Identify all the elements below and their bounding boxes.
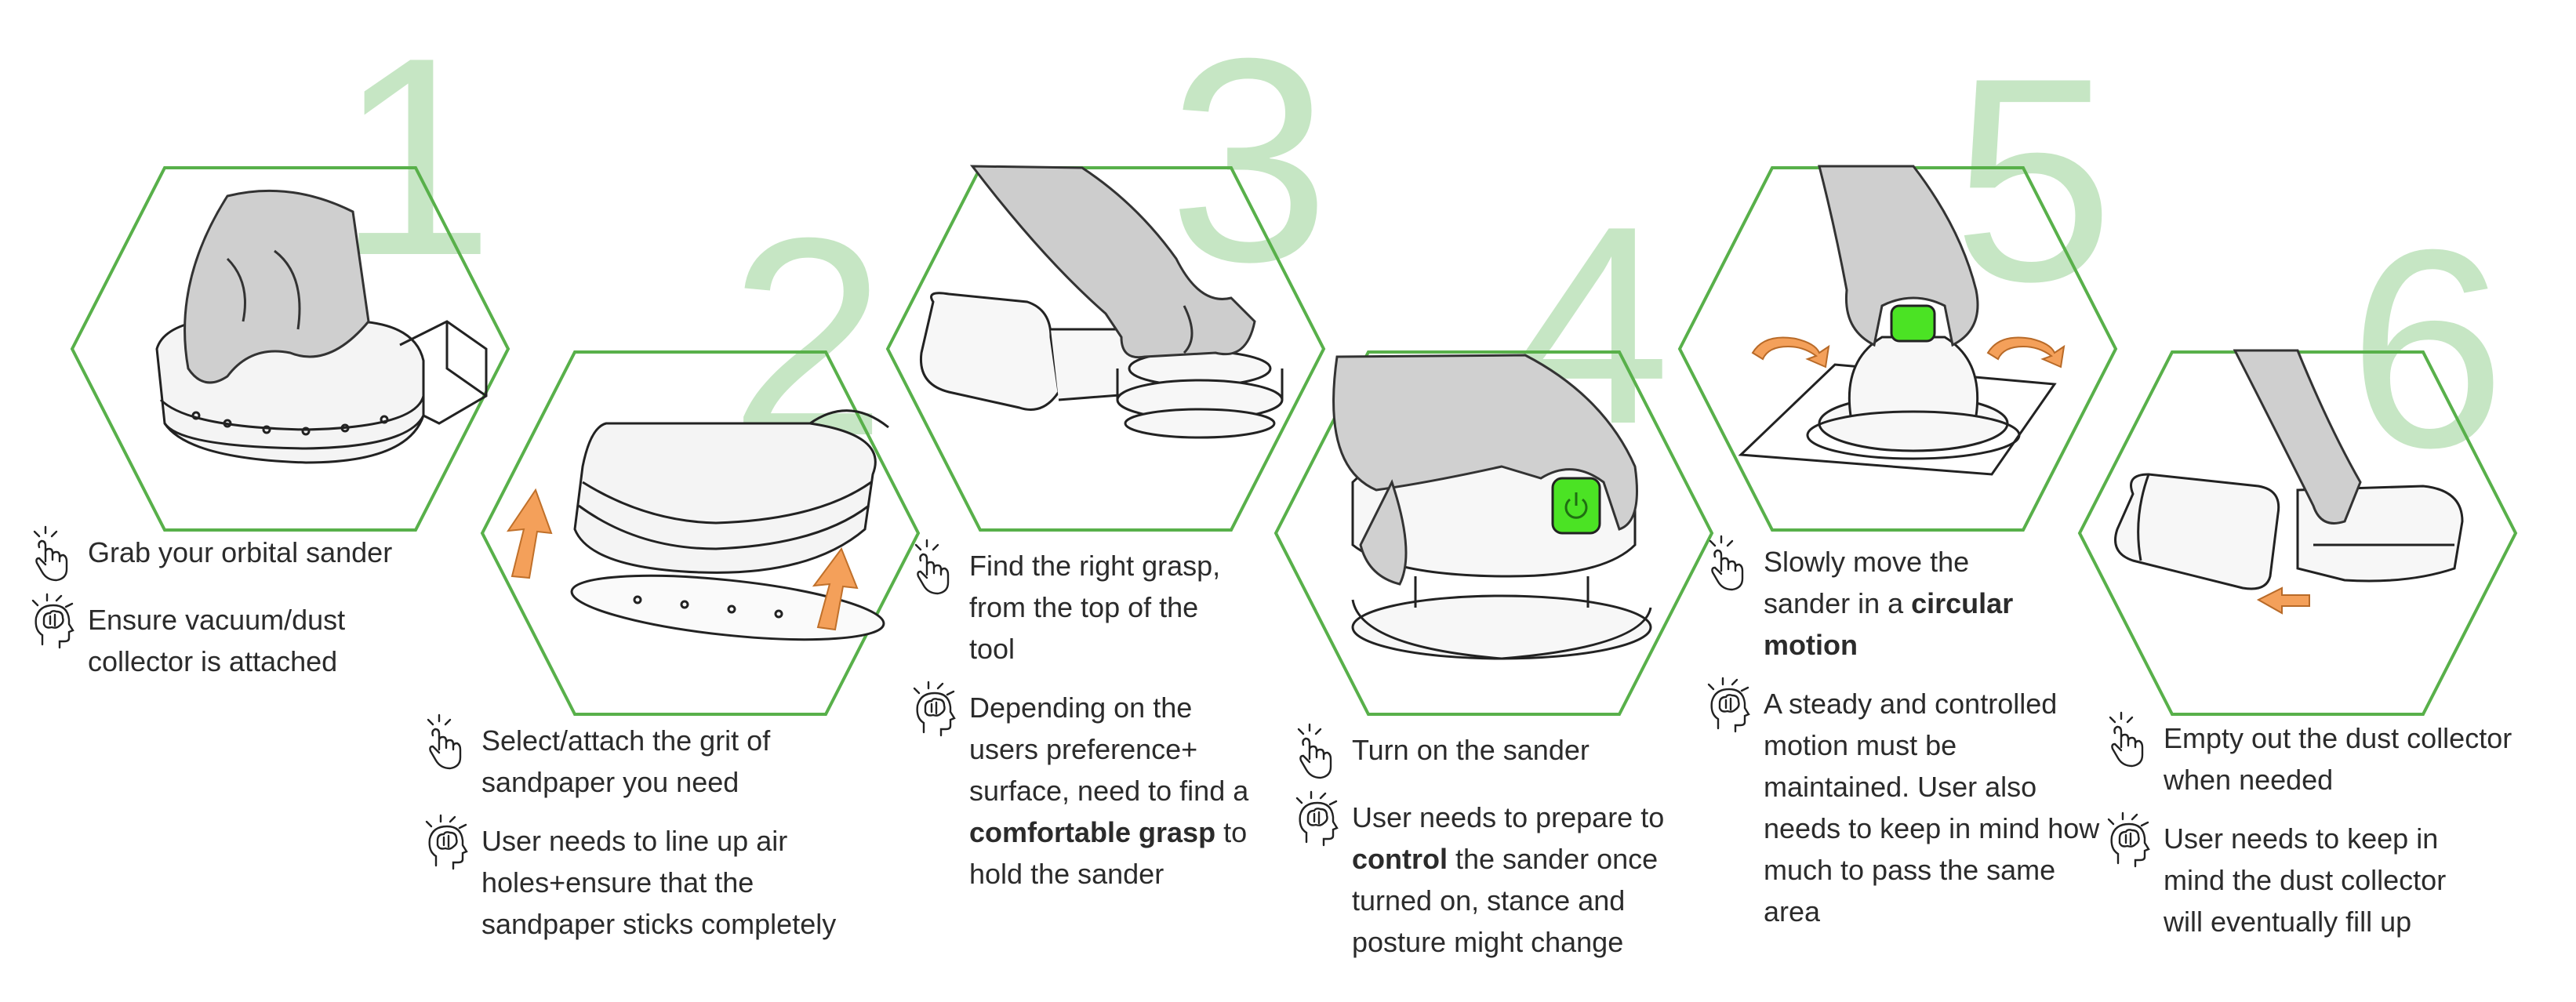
- step-4-action-text: Turn on the sander: [1352, 734, 1590, 766]
- brain-head-icon: [2107, 811, 2150, 868]
- step-6-action: Empty out the dust collector when needed: [2105, 711, 2545, 801]
- tap-hand-icon: [427, 713, 462, 770]
- brain-head-icon: [31, 593, 74, 649]
- hand-press-drawing: [1332, 354, 1638, 586]
- tap-hand-icon: [1709, 535, 1744, 591]
- step-2-think: User needs to line up air holes+ensure t…: [423, 814, 863, 945]
- step-6-think: User needs to keep in mind the dust coll…: [2105, 811, 2545, 942]
- step-3-think-text: Depending on the users preference+ surfa…: [969, 692, 1249, 890]
- tap-hand-icon: [914, 539, 950, 595]
- hand-top-drawing: [1818, 165, 1979, 347]
- step-2-text: Select/attach the grit of sandpaper you …: [423, 713, 863, 945]
- step-5-think: A steady and controlled motion must be m…: [1706, 677, 2113, 932]
- step-3-action: Find the right grasp, from the top of th…: [911, 539, 1256, 670]
- step-6-action-text: Empty out the dust collector when needed: [2164, 722, 2512, 796]
- hand-drawing: [183, 189, 370, 384]
- brain-head-icon: [425, 814, 468, 870]
- brain-head-icon: [913, 681, 956, 737]
- brain-head-icon: [1707, 677, 1750, 733]
- power-button-icon: [1890, 304, 1936, 343]
- step-5-action-text: Slowly move the sander in a circular mot…: [1764, 546, 2014, 661]
- step-4-text: Turn on the sander User needs to prepare…: [1294, 723, 1702, 963]
- step-4-think: User needs to prepare to control the san…: [1294, 790, 1702, 963]
- step-2-action-text: Select/attach the grit of sandpaper you …: [481, 724, 771, 798]
- step-1-text: Grab your orbital sander Ensure vacuum/d…: [30, 525, 438, 682]
- hand-top-grip-drawing: [969, 165, 1256, 359]
- step-5-text: Slowly move the sander in a circular mot…: [1706, 535, 2113, 932]
- step-1-think-text: Ensure vacuum/dust collector is attached: [88, 604, 346, 677]
- step-6-illustration: [2077, 349, 2518, 716]
- step-1-action-text: Grab your orbital sander: [88, 536, 393, 568]
- rotate-left-arrow-icon: [1751, 336, 1830, 368]
- tap-hand-icon: [2109, 711, 2144, 768]
- step-2-think-text: User needs to line up air holes+ensure t…: [481, 825, 837, 940]
- step-3-think: Depending on the users preference+ surfa…: [911, 681, 1256, 895]
- sander-pad-drawing: [573, 409, 889, 574]
- arrow-up-left-icon: [506, 488, 553, 579]
- step-5-illustration: [1677, 165, 2118, 532]
- step-1-action: Grab your orbital sander: [30, 525, 438, 582]
- step-3-illustration: [885, 165, 1326, 532]
- step-number-6: 6: [2349, 191, 2506, 506]
- dust-collector-drawing: [2114, 473, 2280, 590]
- step-1-illustration: [70, 166, 510, 532]
- step-number-3: 3: [1168, 0, 1330, 322]
- work-surface-drawing: [1738, 363, 2057, 476]
- step-1-think: Ensure vacuum/dust collector is attached: [30, 593, 438, 682]
- arrow-up-right-icon: [812, 546, 859, 631]
- arrow-left-icon: [2256, 586, 2310, 615]
- step-number-5: 5: [1953, 18, 2114, 342]
- tap-hand-icon: [1297, 723, 1332, 779]
- hand-pull-drawing: [2233, 349, 2362, 525]
- step-3-text: Find the right grasp, from the top of th…: [911, 539, 1256, 895]
- step-4-think-text: User needs to prepare to control the san…: [1352, 801, 1665, 958]
- step-number-1: 1: [337, 0, 495, 314]
- sander-side-drawing: [919, 292, 1284, 439]
- brain-head-icon: [1295, 790, 1339, 847]
- rotate-right-arrow-icon: [1986, 336, 2066, 368]
- sander-top-drawing: [1806, 336, 2021, 460]
- step-5-action: Slowly move the sander in a circular mot…: [1706, 535, 2113, 666]
- step-2-action: Select/attach the grit of sandpaper you …: [423, 713, 863, 803]
- step-5-think-text: A steady and controlled motion must be m…: [1764, 688, 2100, 928]
- tap-hand-icon: [33, 525, 68, 582]
- step-3-action-text: Find the right grasp, from the top of th…: [969, 550, 1221, 665]
- step-2-illustration: [480, 350, 921, 716]
- step-4-action: Turn on the sander: [1294, 723, 1702, 779]
- step-6-text: Empty out the dust collector when needed…: [2105, 711, 2545, 942]
- step-6-think-text: User needs to keep in mind the dust coll…: [2164, 822, 2447, 938]
- step-4-illustration: [1273, 350, 1714, 716]
